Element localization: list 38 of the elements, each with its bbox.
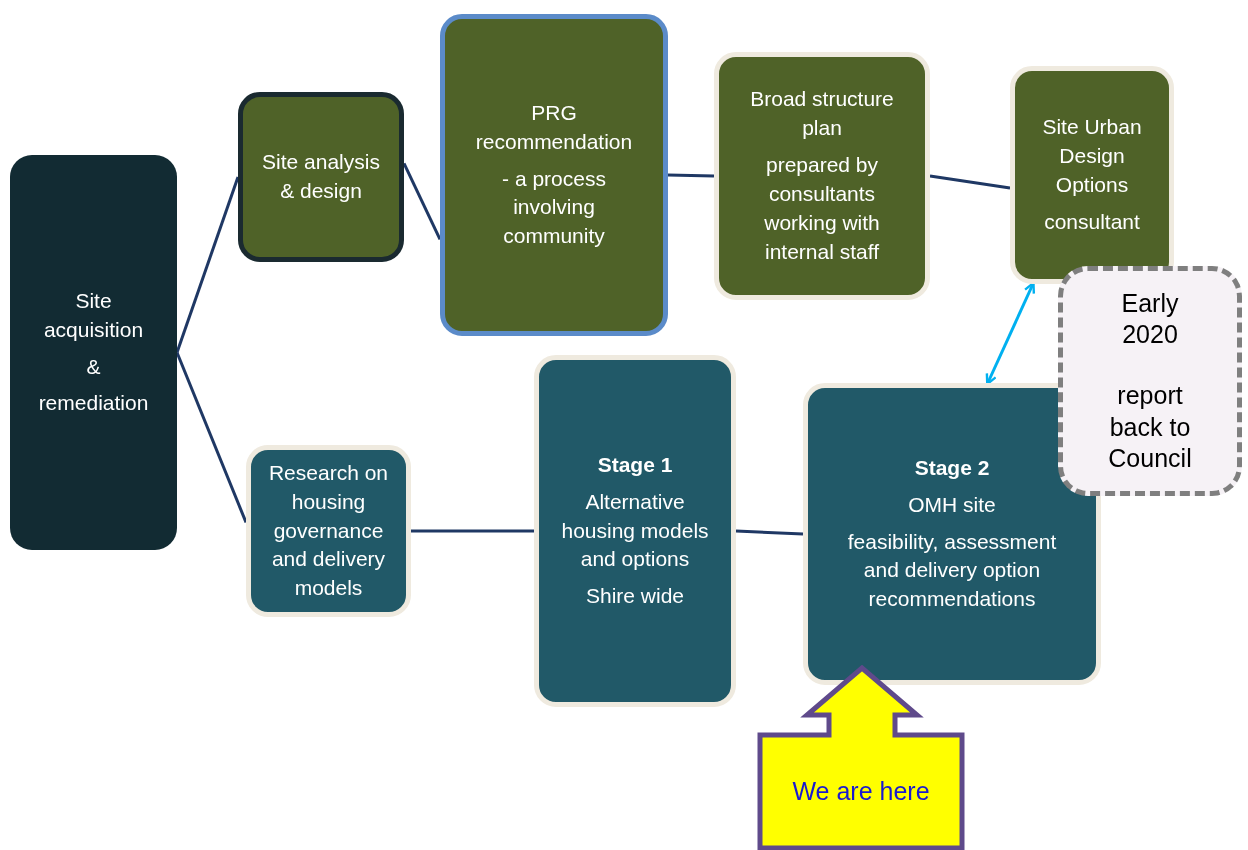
- node-text: Site Urban Design Options: [1041, 114, 1143, 198]
- node-text: Site acquisition: [42, 287, 145, 343]
- process-box: [440, 14, 668, 336]
- process-box: [246, 445, 411, 617]
- note-box: [1058, 266, 1242, 496]
- stage-heading: Stage 1: [597, 451, 673, 478]
- phase-box: [10, 155, 177, 550]
- stage-box: [534, 355, 736, 707]
- process-box: [714, 52, 930, 300]
- node-text: Broad structure plan: [749, 86, 895, 142]
- node-text: feasibility, assessment and delivery option recommendations: [846, 528, 1058, 613]
- double-arrow: [985, 281, 1036, 386]
- node-text: Shire wide: [585, 583, 685, 610]
- node-text: Early 2020: [1120, 287, 1180, 351]
- node-text: Research on housing governance and delivery models: [267, 459, 390, 602]
- node-text: &: [86, 353, 101, 380]
- connector-line: [411, 529, 534, 533]
- node-text: consultant: [1044, 208, 1140, 235]
- connector-line: [175, 351, 248, 523]
- node-text: OMH site: [908, 491, 996, 518]
- node-text: remediation: [38, 390, 149, 417]
- connector-line: [929, 174, 1011, 190]
- node-text: We are here: [792, 775, 930, 807]
- connector-line: [735, 529, 804, 536]
- node-text: - a process involving community: [501, 165, 607, 250]
- process-box: [238, 92, 404, 262]
- process-box: [1010, 66, 1174, 284]
- node-text: Site analysis & design: [261, 149, 381, 204]
- node-text: prepared by consultants working with internal staff: [763, 152, 881, 265]
- connector-line: [667, 173, 715, 178]
- node-text: report back to Council: [1107, 380, 1193, 474]
- node-text: PRG recommendation: [474, 99, 634, 155]
- stage-box: [803, 383, 1101, 685]
- stage-heading: Stage 2: [914, 454, 990, 481]
- callout-arrow: [757, 665, 965, 850]
- connector-line: [175, 176, 240, 353]
- node-text: Alternative housing models and options: [560, 488, 710, 573]
- connector-line: [402, 162, 442, 241]
